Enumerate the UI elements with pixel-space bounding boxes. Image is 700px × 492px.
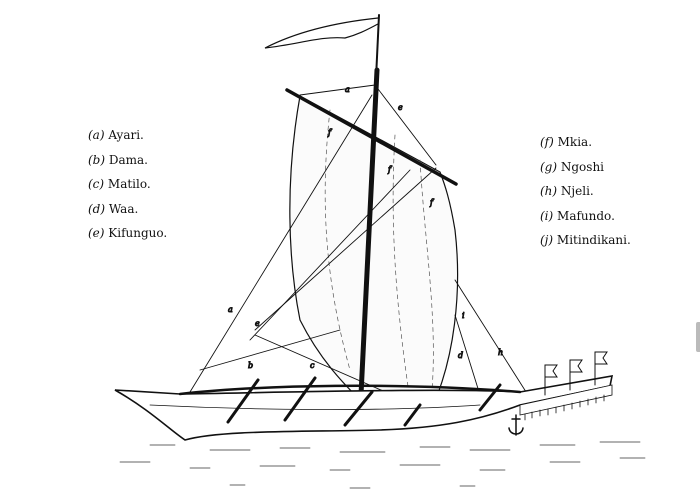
- label-h: h: [498, 348, 503, 357]
- label-f2: f: [387, 165, 393, 174]
- legend-item: (h) Njeli.: [540, 179, 631, 204]
- label-b: b: [248, 361, 253, 370]
- legend-key: (h): [540, 184, 558, 198]
- label-c: c: [310, 361, 315, 370]
- legend-name: Ngoshi: [560, 159, 605, 174]
- legend-item: (j) Mitindikani.: [540, 228, 631, 253]
- legend-item: (f) Mkia.: [540, 130, 631, 155]
- legend-name: Kifunguo.: [108, 226, 168, 240]
- label-e: e: [398, 103, 403, 112]
- legend-name: Mafundo.: [557, 208, 615, 223]
- legend-key: (f): [540, 135, 554, 149]
- legend-key: (i): [540, 208, 554, 223]
- legend-item: (b) Dama.: [88, 148, 167, 173]
- legend-key: (e): [88, 226, 105, 240]
- label-a2: a: [228, 305, 233, 314]
- legend-name: Mitindikani.: [556, 233, 631, 247]
- legend-name: Mkia.: [557, 135, 593, 149]
- legend-left: (a) Ayari. (b) Dama. (c) Matilo. (d) Waa…: [88, 123, 167, 246]
- water-lines: [119, 441, 646, 489]
- legend-name: Ayari.: [108, 128, 144, 142]
- legend-key: (d): [88, 201, 106, 216]
- label-i: i: [462, 311, 465, 320]
- label-e2: e: [255, 319, 260, 328]
- legend-name: Njeli.: [560, 184, 594, 198]
- legend-name: Dama.: [108, 152, 148, 167]
- stern-flags: [544, 351, 608, 396]
- scrollbar-handle[interactable]: [696, 322, 700, 352]
- legend-item: (c) Matilo.: [88, 172, 167, 197]
- label-d: d: [458, 351, 463, 360]
- legend-key: (j): [540, 233, 554, 247]
- label-f3: f: [429, 198, 435, 207]
- legend-name: Waa.: [108, 201, 139, 216]
- legend-key: (b): [88, 152, 106, 167]
- hull: [114, 375, 614, 441]
- label-a: a: [345, 85, 350, 94]
- legend-item: (d) Waa.: [88, 197, 167, 222]
- anchor-icon: [508, 414, 524, 436]
- legend-item: (g) Ngoshi: [540, 155, 631, 180]
- label-f: f: [327, 128, 333, 137]
- legend-key: (a): [88, 128, 105, 142]
- legend-right: (f) Mkia. (g) Ngoshi (h) Njeli. (i) Mafu…: [540, 130, 631, 253]
- legend-name: Matilo.: [107, 177, 151, 191]
- legend-key: (g): [540, 159, 558, 174]
- legend-key: (c): [88, 177, 105, 191]
- legend-item: (i) Mafundo.: [540, 204, 631, 229]
- legend-item: (a) Ayari.: [88, 123, 167, 148]
- pennant: [264, 17, 379, 49]
- legend-item: (e) Kifunguo.: [88, 221, 167, 246]
